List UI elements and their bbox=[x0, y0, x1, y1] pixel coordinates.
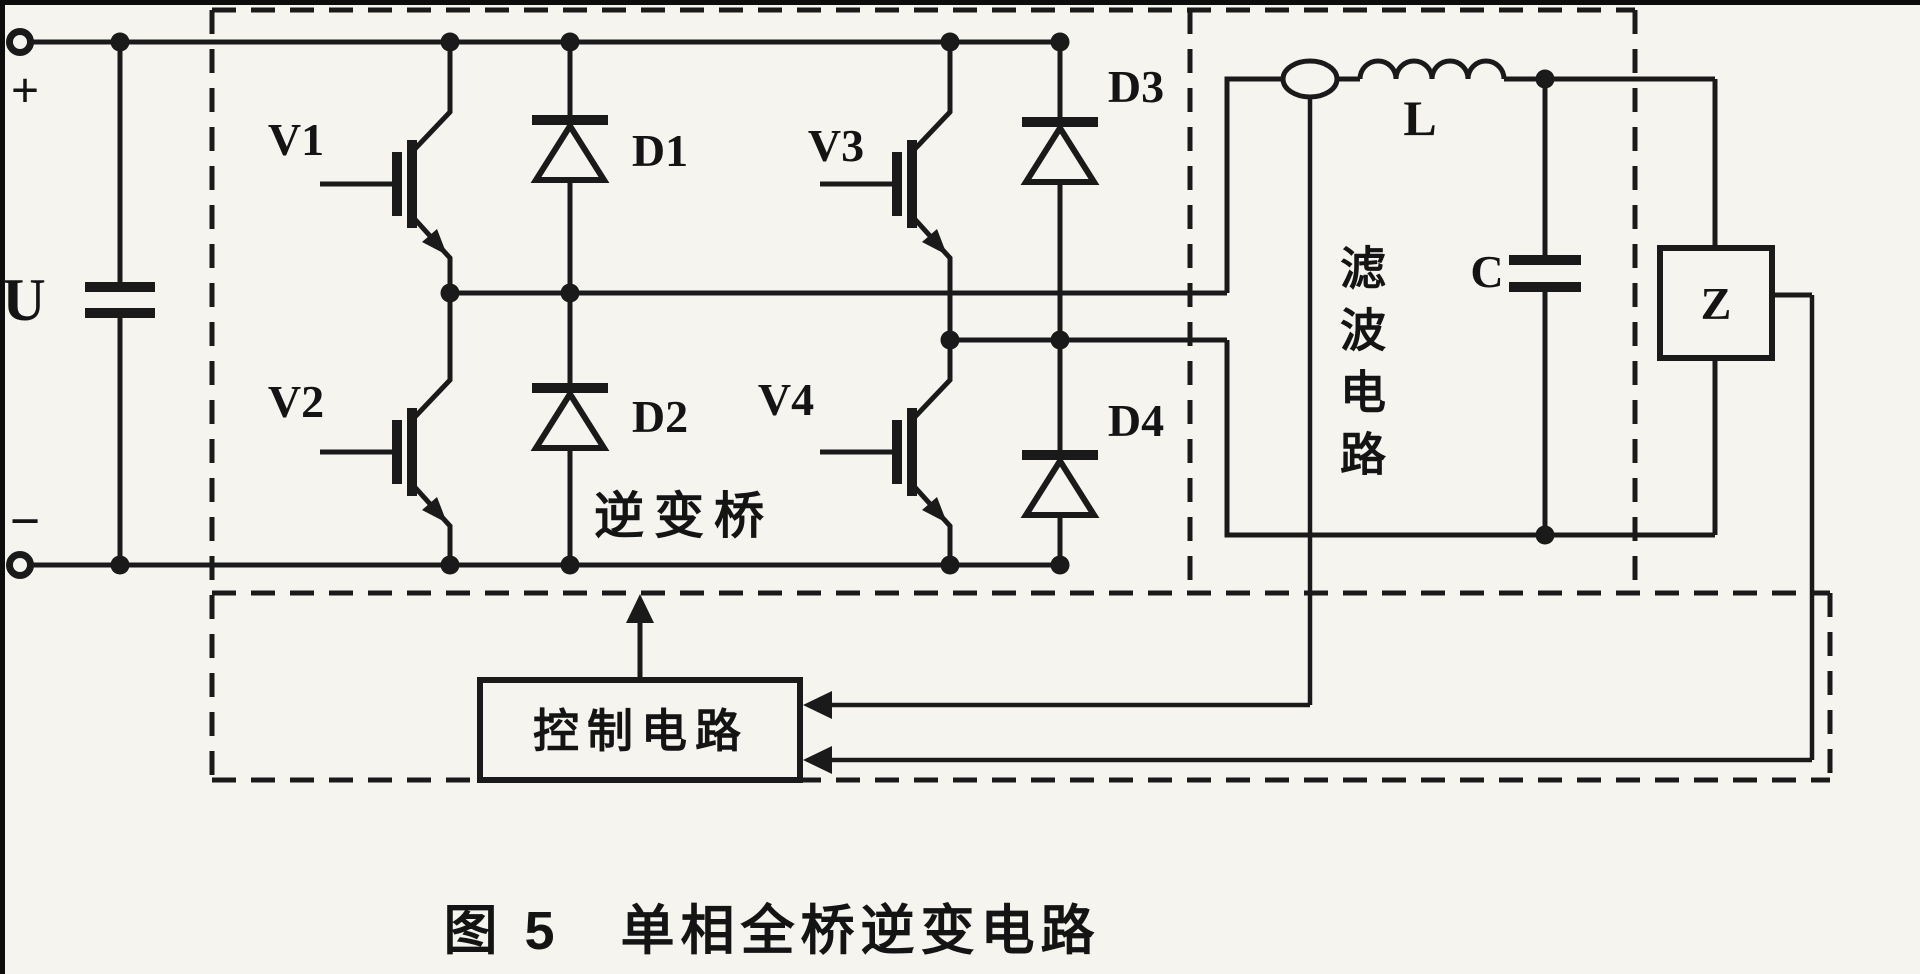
feedback-wire-current bbox=[803, 97, 1313, 719]
igbt-v2 bbox=[320, 293, 453, 565]
emitter-arrow-icon bbox=[422, 229, 447, 255]
inverter-bridge-label: 逆变桥 bbox=[594, 488, 774, 544]
figure-caption: 图 5 单相全桥逆变电路 bbox=[443, 901, 1101, 961]
label-diode-d1: D1 bbox=[631, 125, 689, 176]
emitter-arrow-icon bbox=[422, 497, 447, 523]
diode-d4 bbox=[1020, 340, 1100, 565]
label-igbt-v2: V2 bbox=[267, 376, 325, 427]
label-diode-d3: D3 bbox=[1107, 61, 1165, 112]
diode-d1 bbox=[530, 42, 610, 293]
load-box bbox=[1657, 245, 1812, 361]
arrow-left-icon bbox=[803, 746, 832, 774]
bridge-dashed-border bbox=[209, 7, 1635, 780]
dc-plus-terminal bbox=[6, 28, 34, 56]
diode-d2 bbox=[530, 293, 610, 565]
scan-edge-left bbox=[0, 0, 5, 974]
dc-link-capacitor bbox=[85, 42, 155, 565]
label-diode-d4: D4 bbox=[1107, 395, 1165, 446]
diode-d3 bbox=[1020, 42, 1100, 340]
feedback-wire-voltage bbox=[803, 295, 1815, 774]
emitter-arrow-icon bbox=[922, 229, 947, 255]
filter-circuit-label: 滤波电路 bbox=[1334, 244, 1386, 492]
junction-dots bbox=[110, 32, 1555, 575]
label-igbt-v4: V4 bbox=[757, 374, 815, 425]
scan-edge-top bbox=[0, 0, 1920, 5]
load-label: Z bbox=[1700, 278, 1732, 329]
minus-sign: − bbox=[9, 491, 41, 551]
current-sensor-oval bbox=[1280, 58, 1340, 100]
dc-voltage-label: U bbox=[2, 267, 46, 333]
control-dashed-border bbox=[212, 590, 1833, 783]
arrow-left-icon bbox=[803, 691, 832, 719]
filter-capacitor bbox=[1509, 79, 1581, 535]
igbt-v3 bbox=[820, 42, 953, 340]
label-igbt-v1: V1 bbox=[267, 114, 325, 165]
igbt-v4 bbox=[820, 340, 953, 565]
arrow-up-icon bbox=[626, 594, 654, 623]
label-igbt-v3: V3 bbox=[807, 120, 865, 171]
label-diode-d2: D2 bbox=[631, 391, 689, 442]
plus-sign: + bbox=[10, 62, 40, 118]
control-box bbox=[477, 594, 803, 783]
filter-inductor bbox=[1337, 58, 1718, 248]
capacitor-label: C bbox=[1470, 246, 1504, 297]
dc-minus-terminal bbox=[6, 551, 34, 579]
igbt-v1 bbox=[320, 42, 453, 293]
emitter-arrow-icon bbox=[922, 497, 947, 523]
inductor-label: L bbox=[1403, 90, 1437, 146]
control-circuit-label: 控制电路 bbox=[533, 705, 749, 757]
